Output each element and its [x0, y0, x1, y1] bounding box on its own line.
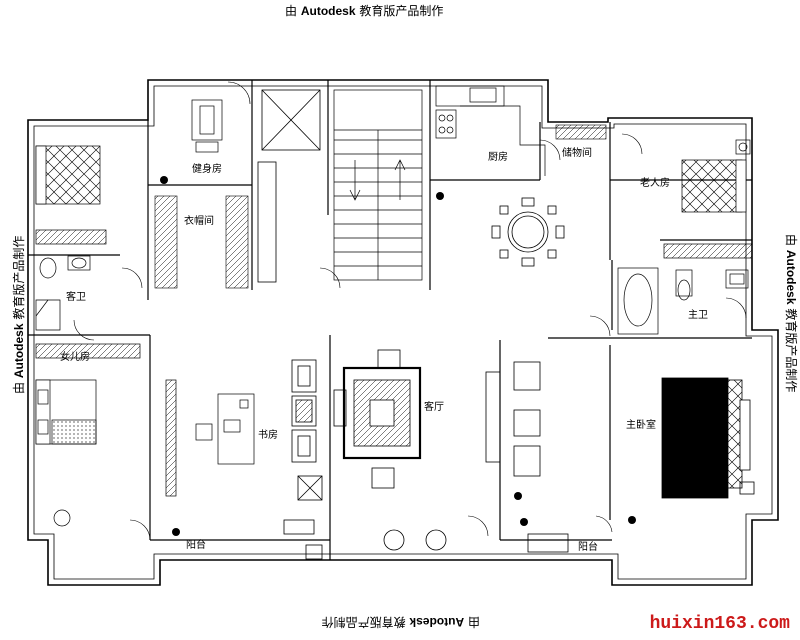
site-watermark: huixin163.com [649, 614, 790, 634]
label-master-bath: 主卫 [688, 309, 708, 321]
label-balcony-right: 阳台 [578, 540, 598, 553]
watermark-left: 由 Autodesk 教育版产品制作 [12, 235, 26, 394]
label-elder-room: 老人房 [640, 176, 670, 189]
daughter-bed [35, 343, 141, 527]
dining-table [491, 197, 565, 267]
label-closet: 衣帽间 [184, 214, 214, 227]
label-kitchen: 厨房 [488, 150, 508, 163]
guest-bath-fixtures [35, 255, 91, 331]
kitchen-fixtures [435, 85, 546, 176]
watermark-top: 由 Autodesk 教育版产品制作 [285, 4, 444, 18]
living-room-furniture [283, 349, 569, 560]
room-labels: 健身房 衣帽间 厨房 储物间 老人房 客卫 女儿房 书房 客厅 主卫 主卧室 阳… [60, 146, 708, 553]
watermark-bottom: 由 Autodesk 教育版产品制作 [321, 615, 480, 629]
label-master-bedroom: 主卧室 [626, 418, 656, 431]
elder-bed [663, 139, 753, 259]
label-storage: 储物间 [562, 146, 592, 159]
staircase [333, 89, 423, 281]
study-desk [165, 379, 255, 497]
interior-walls [28, 80, 752, 560]
doors [73, 81, 747, 541]
label-study: 书房 [258, 428, 278, 441]
master-bed [661, 377, 755, 499]
label-living-room: 客厅 [424, 400, 444, 413]
potted-plants [160, 176, 636, 536]
top-left-bed [35, 145, 107, 245]
label-gym: 健身房 [192, 162, 222, 175]
storage-shelves [555, 124, 607, 140]
master-bath-fixtures [617, 267, 749, 335]
closet-racks [154, 195, 249, 289]
elevator-shaft [257, 89, 321, 283]
gym-equipment [191, 99, 223, 153]
label-daughter-room: 女儿房 [60, 350, 90, 363]
label-balcony-left: 阳台 [186, 538, 206, 551]
label-guest-bath: 客卫 [66, 290, 86, 303]
watermark-right: 由 Autodesk 教育版产品制作 [784, 234, 798, 393]
outer-walls [27, 79, 779, 586]
